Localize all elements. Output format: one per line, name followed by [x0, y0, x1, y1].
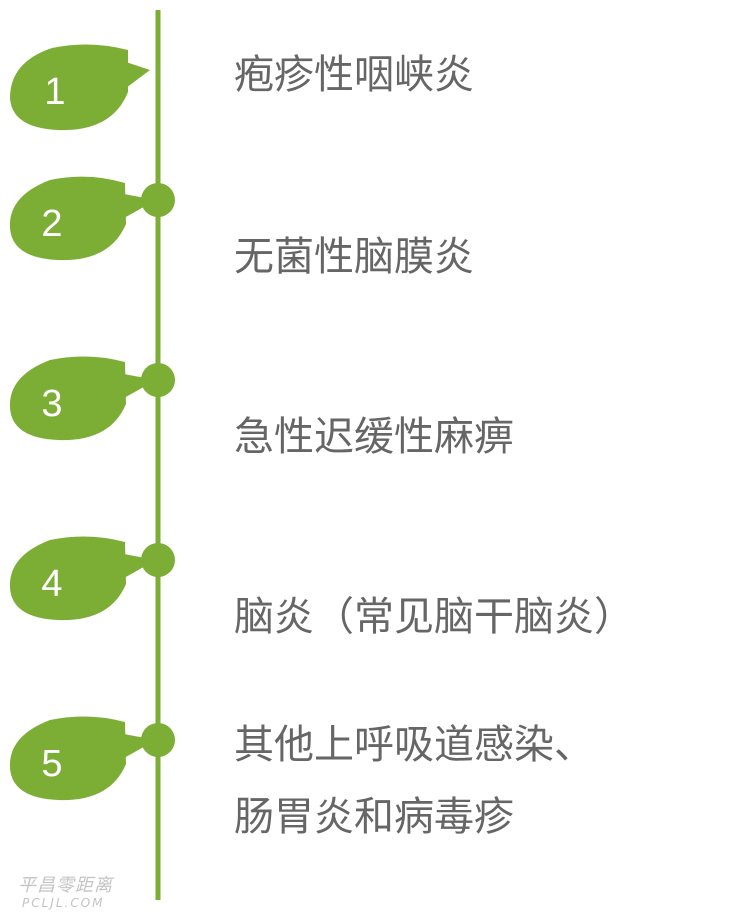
- item-label-3: 急性迟缓性麻痹: [234, 406, 514, 468]
- bubble-4: [9, 536, 127, 621]
- bubble-1: [10, 44, 128, 131]
- bubble-number-2: 2: [41, 203, 62, 245]
- watermark-main: 平昌零距离: [18, 875, 113, 896]
- bubble-number-5: 5: [41, 743, 62, 785]
- item-label-5: 其他上呼吸道感染、 肠胃炎和病毒疹: [234, 714, 594, 848]
- item-label-4: 脑炎（常见脑干脑炎）: [234, 586, 634, 648]
- item-label-4-line-1: 脑炎（常见脑干脑炎）: [234, 594, 634, 640]
- item-label-3-line-1: 急性迟缓性麻痹: [234, 414, 514, 460]
- watermark: 平昌零距离 PCLJL.COM: [18, 876, 128, 916]
- timeline-node-1: 1: [10, 44, 150, 131]
- timeline-node-3: 3: [9, 356, 175, 441]
- item-label-1-line-1: 疱疹性咽峡炎: [234, 52, 474, 98]
- watermark-sub: PCLJL.COM: [22, 896, 105, 910]
- item-label-5-line-1: 其他上呼吸道感染、: [234, 722, 594, 768]
- timeline-node-2: 2: [9, 176, 175, 261]
- bubble-number-4: 4: [41, 563, 62, 605]
- timeline-node-5: 5: [9, 716, 175, 801]
- item-label-5-line-2: 肠胃炎和病毒疹: [234, 794, 514, 840]
- bubble-tail-1: [126, 62, 150, 88]
- bubble-number-1: 1: [44, 71, 65, 113]
- timeline-node-4: 4: [9, 536, 175, 621]
- bubble-2: [9, 176, 127, 261]
- timeline-dot-5: [141, 723, 175, 757]
- item-label-1: 疱疹性咽峡炎: [234, 44, 474, 106]
- bubble-number-3: 3: [41, 383, 62, 425]
- timeline-dot-4: [141, 543, 175, 577]
- item-label-2: 无菌性脑膜炎: [234, 226, 474, 288]
- timeline-dot-3: [141, 363, 175, 397]
- item-label-2-line-1: 无菌性脑膜炎: [234, 234, 474, 280]
- timeline-dot-2: [141, 183, 175, 217]
- bubble-3: [9, 356, 127, 441]
- bubble-5: [9, 716, 127, 801]
